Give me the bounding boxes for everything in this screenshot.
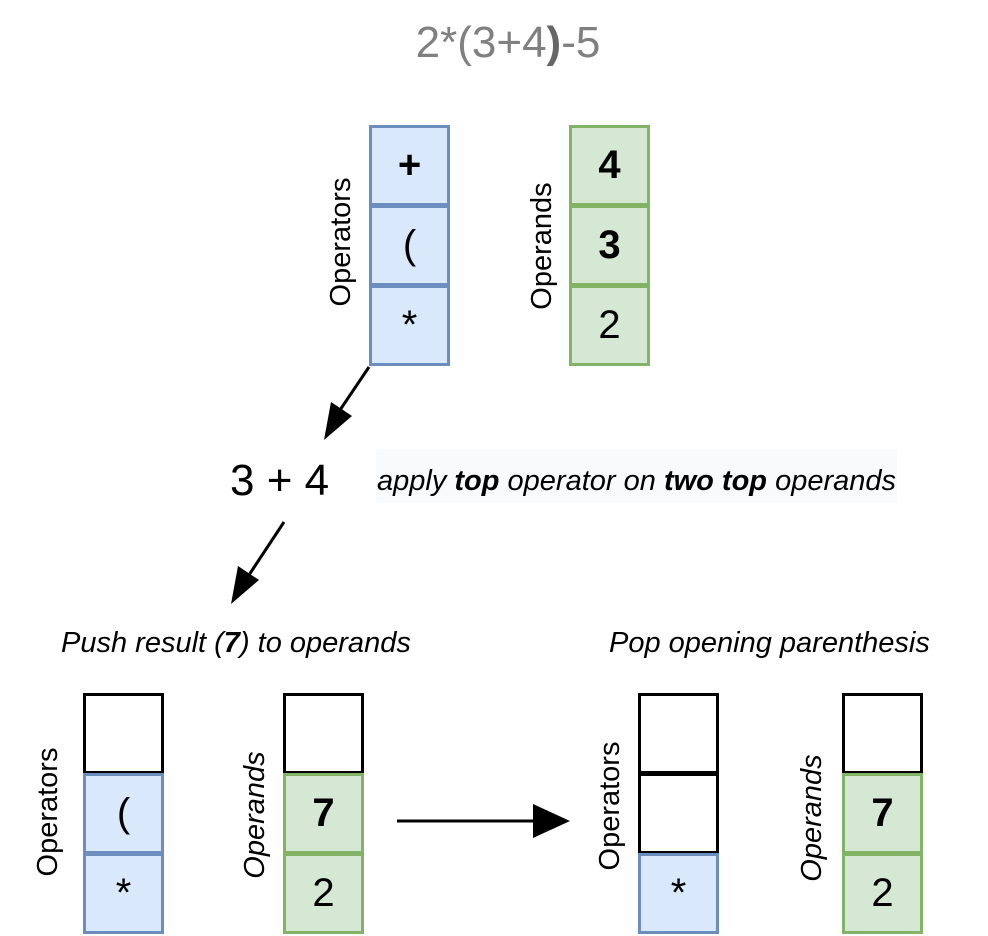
left-operand-cell-2: 2 bbox=[283, 853, 364, 934]
top-operand-cell-3: 3 bbox=[569, 205, 650, 286]
arrow-left-to-right-state bbox=[397, 804, 570, 838]
left-operator-cell-multiply: * bbox=[83, 853, 164, 934]
push-caption-part-3: ) to operands bbox=[239, 627, 411, 659]
right-operator-cell-empty-1 bbox=[638, 693, 719, 774]
right-operand-cell-empty bbox=[842, 693, 923, 774]
title-after: -5 bbox=[561, 18, 601, 67]
top-operand-cell-2: 2 bbox=[569, 285, 650, 366]
note-part-3: operator on bbox=[499, 465, 664, 497]
apply-operator-note: apply top operator on two top operands bbox=[376, 449, 898, 503]
left-operator-cell-open-paren: ( bbox=[83, 773, 164, 854]
note-part-two-top: two top bbox=[663, 465, 768, 497]
right-operand-cell-7: 7 bbox=[842, 773, 923, 854]
left-operand-cell-empty bbox=[283, 693, 364, 774]
top-operator-cell-multiply: * bbox=[369, 285, 450, 366]
arrow-stack-to-expression bbox=[324, 366, 371, 440]
evaluated-expression: 3 + 4 bbox=[230, 456, 330, 505]
right-operator-cell-multiply: * bbox=[638, 853, 719, 934]
push-caption-result: 7 bbox=[223, 627, 240, 659]
left-operator-cell-empty bbox=[83, 693, 164, 774]
expression-title: 2*(3+4)-5 bbox=[0, 18, 988, 68]
right-operand-cell-2: 2 bbox=[842, 853, 923, 934]
arrow-expression-to-push bbox=[231, 521, 286, 604]
push-result-caption: Push result (7) to operands bbox=[61, 627, 411, 660]
right-operator-cell-empty-2 bbox=[638, 773, 719, 854]
note-part-top: top bbox=[454, 465, 500, 497]
top-operator-cell-plus: + bbox=[369, 125, 450, 206]
note-part-5: operands bbox=[767, 465, 897, 497]
title-closing-paren: ) bbox=[546, 18, 562, 67]
title-before: 2*(3+4 bbox=[415, 18, 547, 67]
push-caption-part-1: Push result ( bbox=[61, 627, 224, 659]
left-operand-cell-7: 7 bbox=[283, 773, 364, 854]
top-operand-cell-4: 4 bbox=[569, 125, 650, 206]
top-operator-cell-open-paren: ( bbox=[369, 205, 450, 286]
pop-parenthesis-caption: Pop opening parenthesis bbox=[609, 627, 930, 659]
note-part-1: apply bbox=[377, 465, 455, 497]
